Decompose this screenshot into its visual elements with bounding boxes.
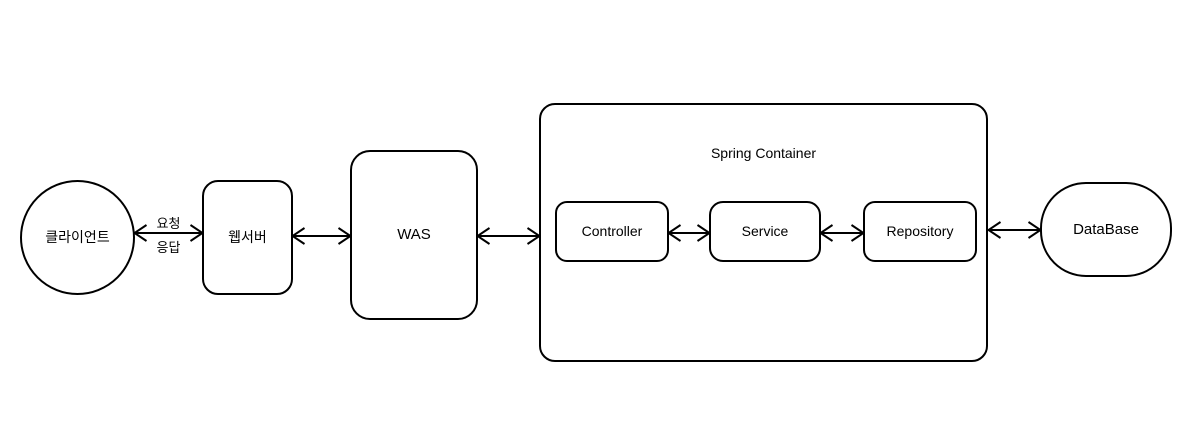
node-web-server: 웹서버 bbox=[202, 180, 293, 295]
edge-label-response: 응답 bbox=[156, 240, 181, 255]
node-controller: Controller bbox=[555, 201, 669, 262]
node-web-server-label: 웹서버 bbox=[228, 229, 267, 246]
node-database-label: DataBase bbox=[1073, 220, 1139, 238]
node-repository: Repository bbox=[863, 201, 977, 262]
node-was-label: WAS bbox=[397, 226, 431, 243]
node-was: WAS bbox=[350, 150, 478, 320]
node-service: Service bbox=[709, 201, 821, 262]
node-repository-label: Repository bbox=[886, 223, 954, 240]
edge-label-request: 요청 bbox=[156, 216, 181, 231]
node-client-label: 클라이언트 bbox=[45, 229, 110, 246]
node-service-label: Service bbox=[741, 223, 789, 240]
node-client: 클라이언트 bbox=[20, 180, 135, 295]
node-controller-label: Controller bbox=[581, 223, 643, 240]
spring-container-title: Spring Container bbox=[710, 145, 817, 161]
node-database: DataBase bbox=[1040, 182, 1172, 277]
